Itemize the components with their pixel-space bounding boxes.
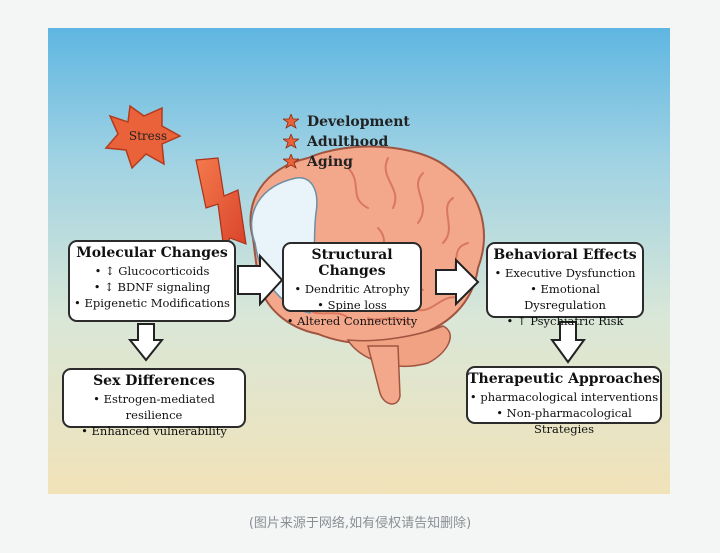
molecular-item: • Epigenetic Modifications [74,296,230,310]
arrow-molecular-to-sex [127,323,165,362]
stage-star-icon [283,134,299,149]
sex-title: Sex Differences [93,373,215,389]
stage-label: Aging [307,154,353,170]
stage-development: Development [283,112,410,132]
structural-item: • Altered Connectivity [286,314,418,328]
lightning-bolt [195,157,247,253]
behavioral-effects-box: Behavioral Effects • Executive Dysfuncti… [486,242,644,328]
molecular-title: Molecular Changes [76,245,228,261]
molecular-item: • ↕ Glucocorticoids [94,264,210,278]
structural-item: • Dendritic Atrophy [294,282,410,296]
arrow-behavioral-to-therapeutic [550,321,586,364]
sex-differences-box: Sex Differences • Estrogen-mediated resi… [62,368,246,438]
therapeutic-item: • Non-pharmacological Strategies [496,406,632,436]
behavioral-title: Behavioral Effects [493,247,637,263]
molecular-changes-box: Molecular Changes • ↕ Glucocorticoids • … [68,240,236,322]
brain-stem-shape [367,345,401,405]
behavioral-item: • Emotional Dysregulation [524,282,606,312]
behavioral-item: • ↑ Psychiatric Risk [506,314,624,328]
stage-label: Adulthood [307,134,389,150]
structural-title: Structural Changes [311,247,393,279]
stage-label: Development [307,114,410,130]
therapeutic-approaches-box: Therapeutic Approaches • pharmacological… [466,366,662,436]
behavioral-item: • Executive Dysfunction [494,266,636,280]
structural-changes-box: Structural Changes • Dendritic Atrophy •… [282,242,422,328]
arrow-molecular-to-structural [237,253,284,307]
stage-adulthood: Adulthood [283,132,410,152]
stage-star-icon [283,114,299,129]
stage-aging: Aging [283,152,410,172]
structural-item: • Spine loss [317,298,387,312]
stage-star-icon [283,154,299,169]
molecular-item: • ↕ BDNF signaling [93,280,211,294]
image-caption: (图片来源于网络,如有侵权请告知删除) [248,516,472,531]
therapeutic-title: Therapeutic Approaches [468,371,660,387]
arrow-structural-to-behavioral [435,257,480,307]
diagram-frame: Stress [48,28,670,494]
therapeutic-item: • pharmacological interventions [469,390,659,404]
stress-star-shape [104,104,182,170]
sex-item: • Enhanced vulnerability [81,424,227,438]
stress-label: Stress [129,129,167,143]
life-stage-list: Development Adulthood Aging [283,112,410,172]
sex-item: • Estrogen-mediated resilience [93,392,215,422]
